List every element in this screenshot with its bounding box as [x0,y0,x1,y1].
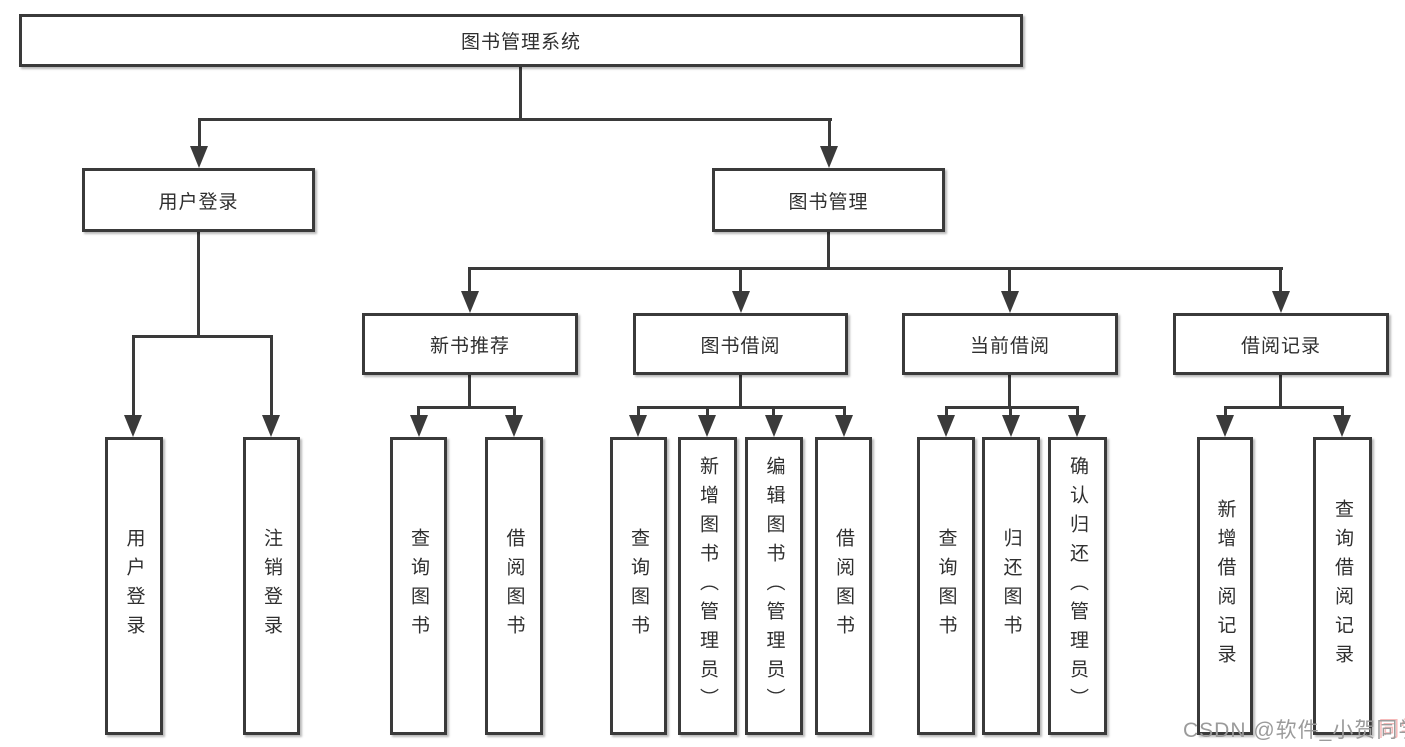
connector-line [827,231,830,270]
arrowhead-down-icon [190,146,208,168]
leaf-current-confirm-return-admin: 确认归还（管理员） [1048,437,1107,735]
leaf-records-query-record: 查询借阅记录 [1313,437,1372,735]
connector-line [706,406,709,417]
connector-line [772,406,775,417]
leaf-borrow-edit-book-admin-label: 编辑图书（管理员） [763,455,785,717]
connector-line [519,67,522,120]
arrowhead-down-icon [937,415,955,437]
leaf-recommend-borrow-book-label: 借阅图书 [503,528,525,644]
arrowhead-down-icon [765,415,783,437]
node-book-management-label: 图书管理 [788,191,869,213]
arrowhead-down-icon [124,415,142,437]
node-book-borrow-label: 图书借阅 [700,335,781,357]
node-user-login-label: 用户登录 [158,191,239,213]
connector-line [945,406,948,417]
arrowhead-down-icon [461,291,479,313]
leaf-borrow-edit-book-admin: 编辑图书（管理员） [745,437,803,735]
node-root-system: 图书管理系统 [19,14,1023,67]
csdn-watermark-main: CSDN @软件_小贺 [1183,719,1377,742]
connector-line [1076,406,1079,417]
connector-line [1224,406,1344,409]
connector-line [637,406,640,417]
connector-line [739,267,742,293]
arrowhead-down-icon [1272,291,1290,313]
leaf-borrow-query-book: 查询图书 [610,437,667,735]
connector-line [739,374,742,408]
connector-line [198,118,832,121]
connector-line [1008,267,1011,293]
arrowhead-down-icon [1001,291,1019,313]
leaf-logout-label: 注销登录 [261,528,282,644]
leaf-records-add-record-label: 新增借阅记录 [1214,499,1236,673]
node-book-borrow: 图书借阅 [633,313,848,375]
leaf-records-query-record-label: 查询借阅记录 [1332,499,1353,673]
node-new-book-recommend-label: 新书推荐 [429,335,510,357]
connector-line [945,406,1079,409]
connector-line [1224,406,1227,417]
connector-line [1008,374,1011,408]
leaf-recommend-query-book: 查询图书 [390,437,447,735]
node-current-borrow-label: 当前借阅 [969,335,1050,357]
csdn-watermark-accent: 同学 [1376,719,1405,742]
connector-line [468,374,471,408]
node-borrow-records: 借阅记录 [1173,313,1389,375]
leaf-logout: 注销登录 [243,437,300,735]
leaf-borrow-query-book-label: 查询图书 [628,528,649,644]
node-new-book-recommend: 新书推荐 [362,313,578,375]
connector-line [828,118,831,148]
connector-line [513,406,516,417]
leaf-borrow-borrow-book: 借阅图书 [815,437,872,735]
leaf-current-query-book-label: 查询图书 [935,528,957,644]
connector-line [197,231,200,338]
leaf-recommend-query-book-label: 查询图书 [408,528,429,644]
connector-line [417,406,420,417]
leaf-current-query-book: 查询图书 [917,437,975,735]
connector-line [1279,267,1282,293]
leaf-user-login: 用户登录 [105,437,163,735]
arrowhead-down-icon [820,146,838,168]
leaf-borrow-add-book-admin-label: 新增图书（管理员） [697,455,718,717]
arrowhead-down-icon [262,415,280,437]
connector-line [132,335,135,417]
connector-line [1279,374,1282,408]
arrowhead-down-icon [1002,415,1020,437]
leaf-recommend-borrow-book: 借阅图书 [485,437,543,735]
connector-line [843,406,846,417]
connector-line [468,267,471,293]
leaf-borrow-add-book-admin: 新增图书（管理员） [678,437,737,735]
connector-line [270,335,273,417]
leaf-current-return-book-label: 归还图书 [1000,528,1022,644]
connector-line [417,406,516,409]
arrowhead-down-icon [1068,415,1086,437]
arrowhead-down-icon [835,415,853,437]
node-book-management: 图书管理 [712,168,945,232]
arrowhead-down-icon [698,415,716,437]
csdn-watermark: CSDN @软件_小贺同学 [1183,714,1405,744]
connector-line [132,335,273,338]
connector-line [1341,406,1344,417]
connector-line [1009,406,1012,417]
node-user-login: 用户登录 [82,168,315,232]
leaf-user-login-label: 用户登录 [123,528,145,644]
leaf-current-return-book: 归还图书 [982,437,1040,735]
node-current-borrow: 当前借阅 [902,313,1118,375]
connector-line [637,406,846,409]
node-root-label: 图书管理系统 [460,32,581,53]
arrowhead-down-icon [505,415,523,437]
connector-line [468,267,1283,270]
leaf-borrow-borrow-book-label: 借阅图书 [833,528,854,644]
arrowhead-down-icon [732,291,750,313]
arrowhead-down-icon [629,415,647,437]
leaf-current-confirm-return-admin-label: 确认归还（管理员） [1067,455,1088,717]
leaf-records-add-record: 新增借阅记录 [1197,437,1253,735]
arrowhead-down-icon [410,415,428,437]
connector-line [198,118,201,148]
arrowhead-down-icon [1333,415,1351,437]
arrowhead-down-icon [1216,415,1234,437]
node-borrow-records-label: 借阅记录 [1240,335,1321,357]
